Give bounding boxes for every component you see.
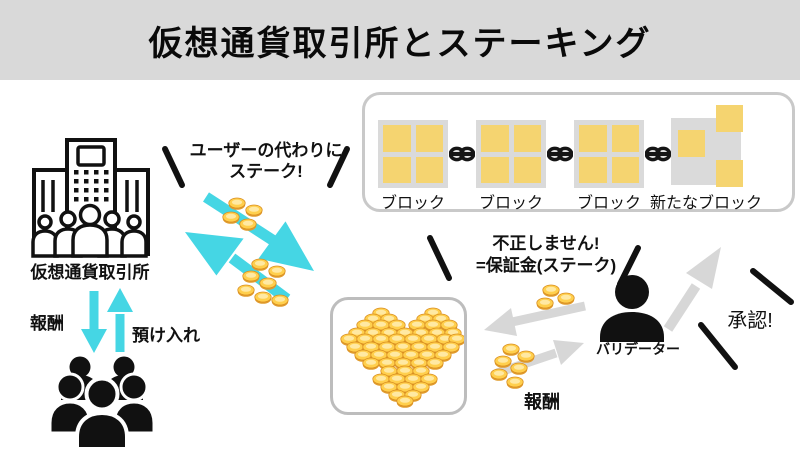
stake-note: ユーザーの代わりに ステーク! <box>178 140 354 182</box>
block-label: 新たなブロック <box>649 195 762 212</box>
page-title: 仮想通貨取引所とステーキング <box>148 24 652 63</box>
cyan-deposit-arrow <box>107 288 133 352</box>
block-cell <box>415 156 443 183</box>
honesty-note: 不正しません! =保証金(ステーク) <box>448 233 644 277</box>
block-cell <box>415 125 443 152</box>
block-label: ブロック <box>380 195 445 212</box>
honesty-note-line2: =保証金(ステーク) <box>475 256 617 275</box>
chain-link-icon <box>449 146 475 162</box>
validator-person-icon <box>600 275 664 342</box>
chain-link-icon <box>547 146 573 162</box>
gray-reward-arrow <box>495 340 584 378</box>
block-icon <box>476 120 546 188</box>
deposit-label: 預け入れ <box>132 326 200 345</box>
title-banner: 仮想通貨取引所とステーキング <box>0 0 800 80</box>
cyan-reward-arrow <box>81 291 107 353</box>
block-cell <box>611 156 639 183</box>
block-cell <box>579 125 607 152</box>
block-cell <box>481 125 509 152</box>
gray-stake-arrow <box>484 301 586 336</box>
chain-link-icon <box>645 146 671 162</box>
building-with-people-icon <box>31 138 150 258</box>
exchange-label: 仮想通貨取引所 <box>30 263 150 282</box>
cyan-exchange-arrows <box>185 192 314 304</box>
block-icon <box>574 120 644 188</box>
block-cell <box>716 160 743 187</box>
block-cell <box>383 125 411 152</box>
block-cell <box>611 125 639 152</box>
coins-on-arrows <box>222 197 289 308</box>
people-group-icon <box>50 356 154 449</box>
coin-pool-panel <box>330 297 467 415</box>
block-cell <box>678 130 705 157</box>
stake-note-line2: ステーク! <box>229 162 303 181</box>
approval-label: 承認! <box>727 310 773 332</box>
validator-reward-label: 報酬 <box>524 392 560 412</box>
user-reward-label: 報酬 <box>30 314 64 333</box>
block-cell <box>513 125 541 152</box>
block-cell <box>716 105 743 132</box>
blockchain-panel: ブロック ブロック ブロック 新たなブロック <box>362 92 795 212</box>
block-cell <box>481 156 509 183</box>
validator-label: バリデーター <box>596 341 680 357</box>
block-label: ブロック <box>576 195 641 212</box>
gold-coins-pile-icon <box>340 307 464 409</box>
block-cell <box>383 156 411 183</box>
honesty-note-line1: 不正しません! <box>492 234 600 253</box>
coins-near-validator <box>490 284 575 390</box>
block-cell <box>513 156 541 183</box>
block-icon <box>378 120 448 188</box>
stake-note-line1: ユーザーの代わりに <box>189 141 343 160</box>
block-cell <box>579 156 607 183</box>
block-label: ブロック <box>478 195 543 212</box>
